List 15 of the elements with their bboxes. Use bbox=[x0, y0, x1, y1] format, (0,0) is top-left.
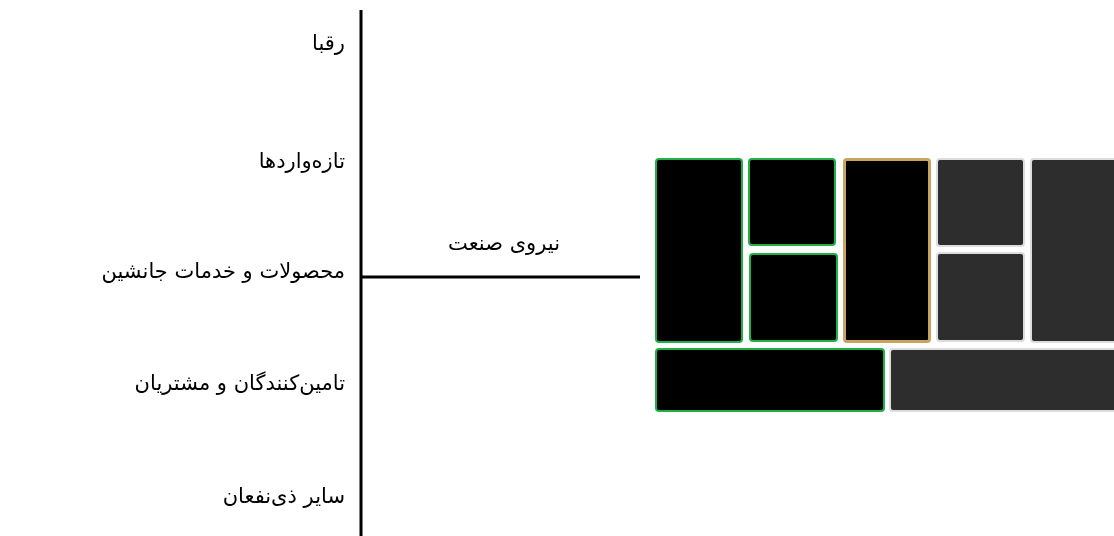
category-label: محصولات و خدمات جانشین bbox=[101, 258, 345, 285]
category-label: سایر ذی‌نفعان bbox=[222, 483, 345, 510]
category-label: تازه‌واردها bbox=[258, 148, 345, 175]
category-label: رقبا bbox=[312, 30, 345, 57]
tile-box bbox=[655, 348, 885, 412]
tile-box bbox=[936, 252, 1025, 342]
branch-label: نیروی صنعت bbox=[448, 230, 560, 257]
tile-box bbox=[655, 158, 743, 343]
tile-box bbox=[749, 253, 838, 342]
tile-box bbox=[843, 158, 931, 343]
tile-box bbox=[1030, 158, 1114, 343]
tile-box bbox=[936, 158, 1025, 247]
tile-box bbox=[889, 348, 1114, 412]
category-label: تامین‌کنندگان و مشتریان bbox=[134, 370, 345, 397]
tile-box bbox=[748, 158, 836, 246]
